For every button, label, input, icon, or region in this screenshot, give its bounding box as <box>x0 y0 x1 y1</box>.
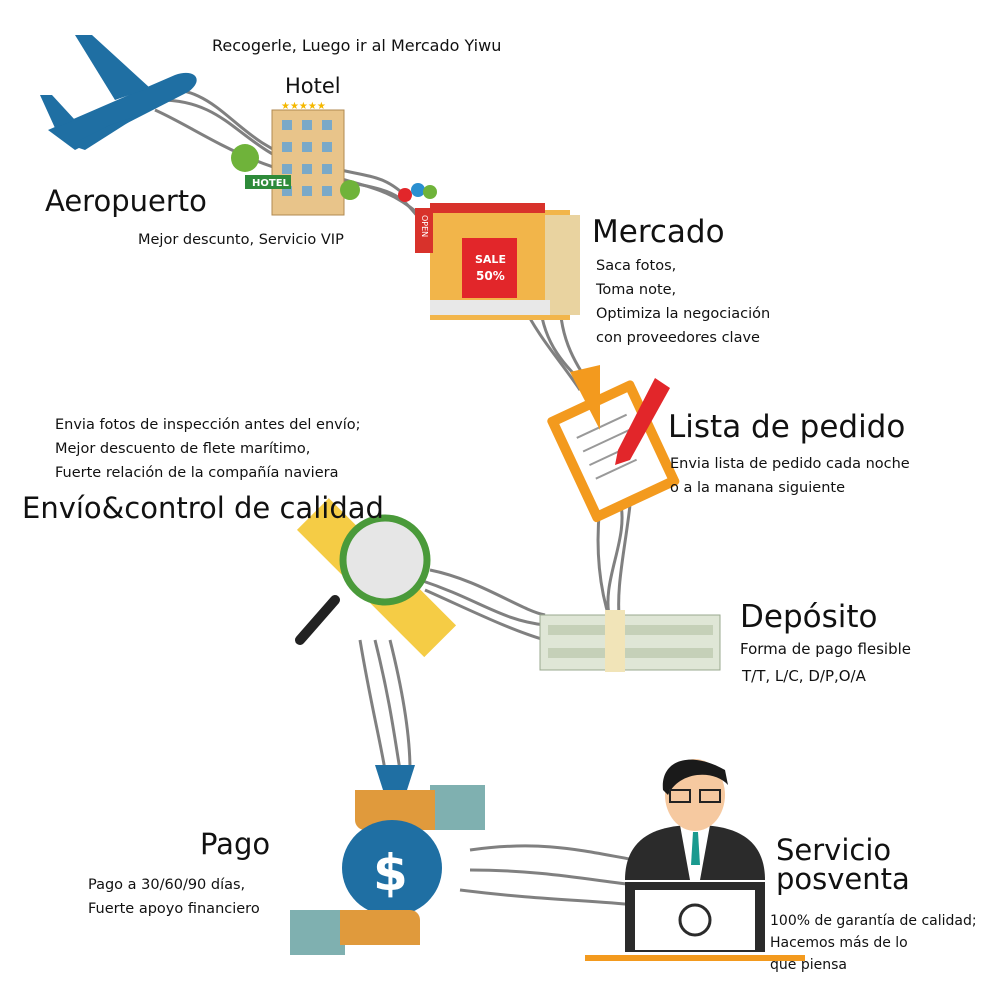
quality-description: Envia fotos de inspección antes del enví… <box>55 413 361 485</box>
after-sales-description: 100% de garantía de calidad; Hacemos más… <box>770 910 977 976</box>
market-description: Saca fotos, Toma note, Optimiza la negoc… <box>596 254 770 350</box>
payment-title: Pago <box>200 827 271 861</box>
market-line: Optimiza la negociación <box>596 306 771 322</box>
after-sales-line: que piensa <box>770 957 847 973</box>
deposit-title: Depósito <box>740 599 878 635</box>
order-list-description: Envia lista de pedido cada noche o a la … <box>670 452 910 500</box>
hotel-building-icon: ★★★★★ HOTEL <box>231 101 360 216</box>
airport-note: Recogerle, Luego ir al Mercado Yiwu <box>212 36 502 55</box>
market-line: Saca fotos, <box>596 258 677 274</box>
clipboard-order-list-icon <box>547 365 680 523</box>
payment-description: Pago a 30/60/90 días, Fuerte apoyo finan… <box>88 873 260 921</box>
quality-title: Envío&control de calidad <box>22 491 384 525</box>
dollar-sign: $ <box>373 844 408 902</box>
sale-sign: SALE <box>475 253 506 266</box>
order-list-line: Envia lista de pedido cada noche <box>670 456 910 472</box>
market-line: con proveedores clave <box>596 330 760 346</box>
after-sales-line: 100% de garantía de calidad; <box>770 913 977 929</box>
after-sales-title: Servicio posventa <box>776 836 910 894</box>
hotel-sign: HOTEL <box>252 178 290 189</box>
airport-sub: Mejor descunto, Servicio VIP <box>138 232 344 248</box>
hotel-title: Hotel <box>285 74 341 98</box>
order-list-title: Lista de pedido <box>668 409 906 445</box>
quality-line: Fuerte relación de la compañía naviera <box>55 465 339 481</box>
ruler-magnifier-icon <box>295 498 457 658</box>
market-title: Mercado <box>592 214 725 250</box>
order-list-line: o a la manana siguiente <box>670 480 845 496</box>
payment-line: Fuerte apoyo financiero <box>88 901 260 917</box>
payment-line: Pago a 30/60/90 días, <box>88 877 246 893</box>
deposit-line: T/T, L/C, D/P,O/A <box>742 667 866 685</box>
open-sign: OPEN <box>420 215 429 237</box>
airport-title: Aeropuerto <box>45 184 207 218</box>
money-stack-icon <box>539 610 721 672</box>
after-sales-line: Hacemos más de lo <box>770 935 908 951</box>
market-line: Toma note, <box>596 282 677 298</box>
quality-line: Mejor descuento de flete marítimo, <box>55 441 311 457</box>
after-sales-title-line: Servicio <box>776 833 892 867</box>
quality-line: Envia fotos de inspección antes del enví… <box>55 417 361 433</box>
airplane-icon <box>40 35 197 150</box>
deposit-description: Forma de pago flesible T/T, L/C, D/P,O/A <box>740 636 911 690</box>
svg-text:★★★★★: ★★★★★ <box>281 101 326 112</box>
after-sales-title-line: posventa <box>776 862 910 896</box>
customer-service-agent-icon <box>585 759 805 961</box>
sale-percent: 50% <box>476 269 505 283</box>
deposit-line: Forma de pago flesible <box>740 640 912 658</box>
money-bag-hands-icon: $ <box>290 765 485 955</box>
market-store-icon: SALE 50% OPEN <box>398 183 580 320</box>
